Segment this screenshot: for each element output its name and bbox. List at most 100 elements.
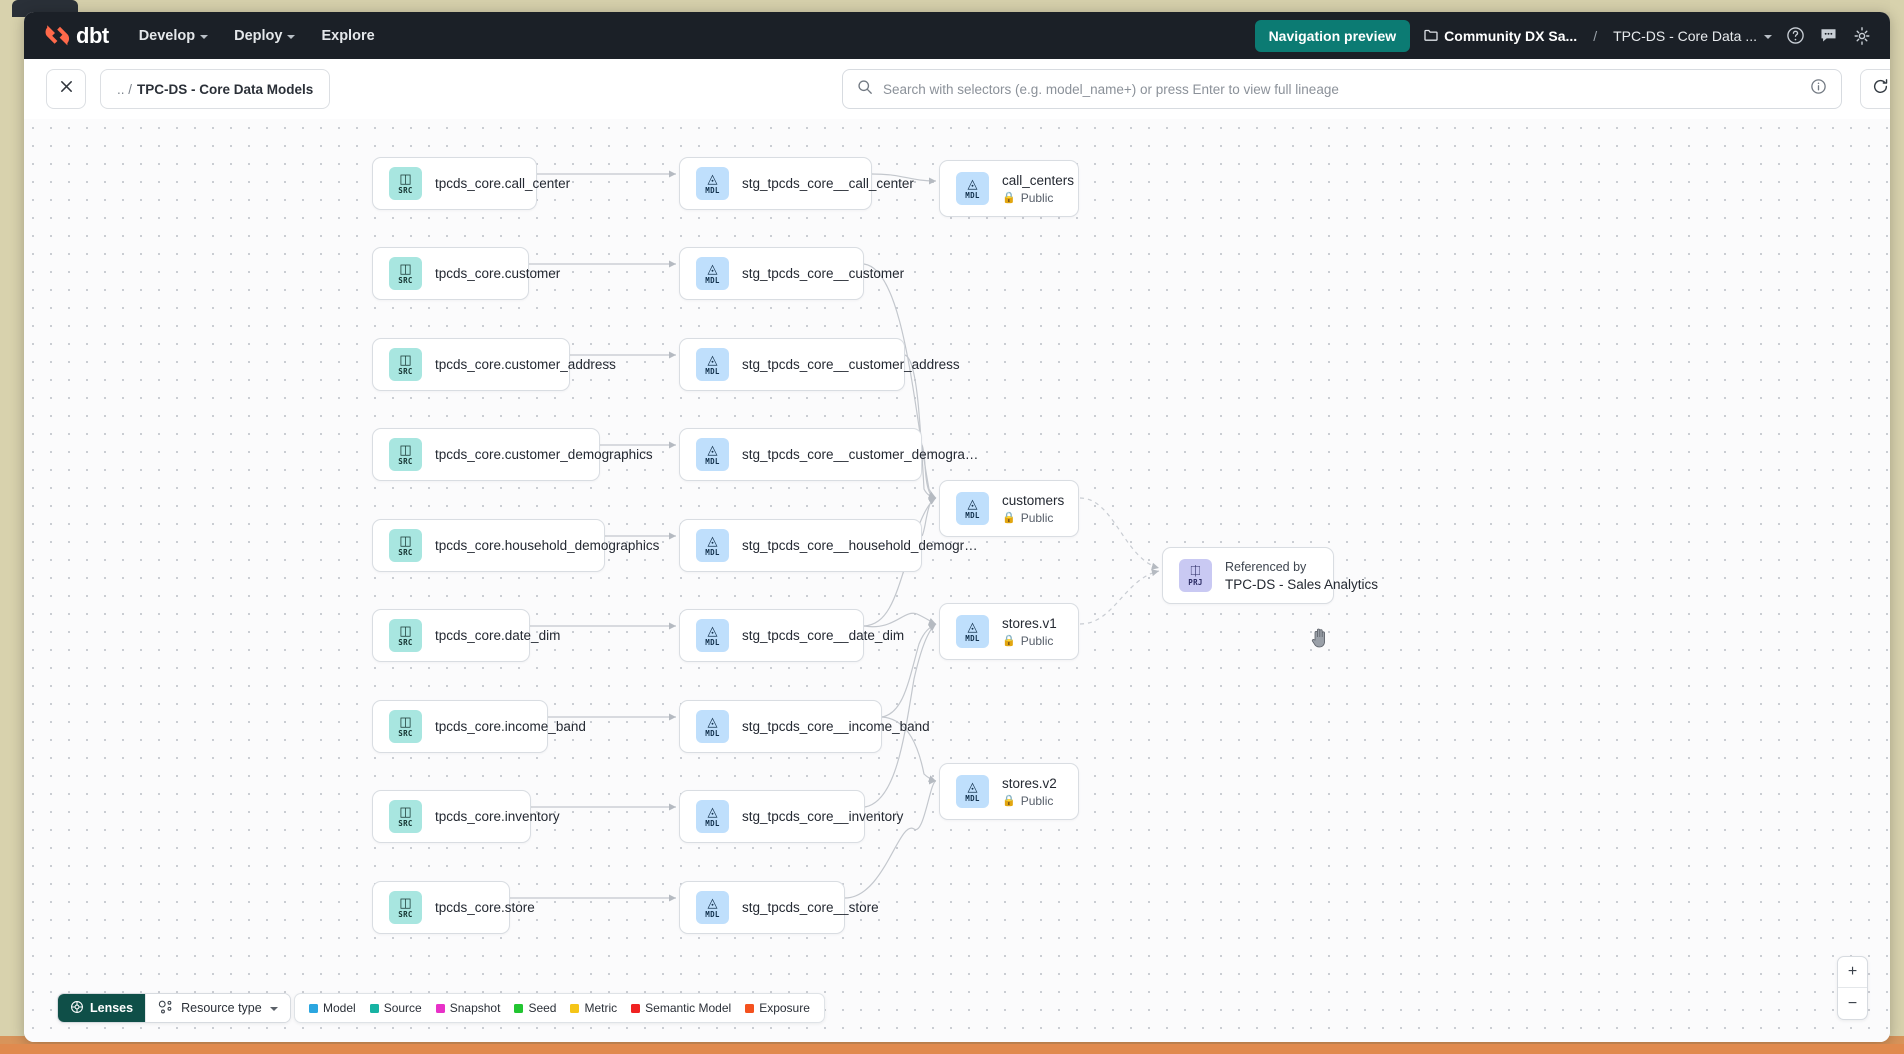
node-label: stg_tpcds_core__store xyxy=(742,900,879,915)
node-label: stg_tpcds_core__date_dim xyxy=(742,628,905,643)
badge-tag: MDL xyxy=(965,793,980,803)
badge-tag: SRC xyxy=(398,456,413,466)
node-source[interactable]: ◫ SRC tpcds_core.store xyxy=(372,881,535,934)
node-source[interactable]: ◫ SRC tpcds_core.income_band xyxy=(372,700,586,753)
legend-swatch-seed xyxy=(514,1003,524,1013)
feedback-icon[interactable] xyxy=(1819,26,1838,45)
project-breadcrumb[interactable]: TPC-DS - Core Data ... xyxy=(1613,28,1772,44)
node-public-model[interactable]: ◬ MDL stores.v1 🔒 Public xyxy=(939,603,1079,660)
refresh-button[interactable] xyxy=(1860,69,1890,109)
node-source[interactable]: ◫ SRC tpcds_core.date_dim xyxy=(372,609,560,662)
node-project-reference[interactable]: ⎅ PRJ Referenced by TPC-DS - Sales Analy… xyxy=(1162,547,1378,604)
node-model[interactable]: ◬ MDL stg_tpcds_core__date_dim xyxy=(679,609,904,662)
dbt-logo[interactable]: dbt xyxy=(36,23,109,49)
zoom-out-button[interactable]: − xyxy=(1847,994,1858,1012)
lenses-button[interactable]: Lenses xyxy=(58,994,146,1022)
node-source[interactable]: ◫ SRC tpcds_core.customer xyxy=(372,247,560,300)
node-model[interactable]: ◬ MDL stg_tpcds_core__customer_demogra… xyxy=(679,428,978,481)
node-label: stg_tpcds_core__customer_address xyxy=(742,357,960,372)
node-source[interactable]: ◫ SRC tpcds_core.inventory xyxy=(372,790,560,843)
close-icon xyxy=(59,79,74,99)
node-label: tpcds_core.customer xyxy=(435,266,561,281)
cube-icon: ◬ xyxy=(967,175,978,191)
access-label: Public xyxy=(1020,633,1054,648)
nav-item-develop[interactable]: Develop xyxy=(138,27,209,44)
badge-tag: MDL xyxy=(705,547,720,557)
node-access: 🔒 Public xyxy=(1002,634,1057,648)
access-label: Public xyxy=(1020,190,1054,205)
model-badge-icon: ◬ MDL xyxy=(696,619,729,652)
node-source[interactable]: ◫ SRC tpcds_core.customer_demographics xyxy=(372,428,653,481)
gear-icon[interactable] xyxy=(1852,26,1872,46)
database-icon: ◫ xyxy=(399,351,412,367)
lineage-nodes: ◫ SRC tpcds_core.call_center ◫ SRC tpcds… xyxy=(24,119,1890,1042)
legend-swatch-snapshot xyxy=(435,1003,445,1013)
nav-item-develop-label: Develop xyxy=(138,27,196,44)
node-model[interactable]: ◬ MDL stg_tpcds_core__call_center xyxy=(679,157,914,210)
legend-swatch-semantic-model xyxy=(631,1003,641,1013)
model-badge-icon: ◬ MDL xyxy=(696,710,729,743)
dbt-logo-text: dbt xyxy=(76,22,109,48)
project-icon: ⎅ xyxy=(1190,562,1201,578)
zoom-in-button[interactable]: + xyxy=(1838,957,1867,988)
node-source[interactable]: ◫ SRC tpcds_core.household_demographics xyxy=(372,519,659,572)
cube-icon: ◬ xyxy=(707,803,718,819)
lock-icon: 🔒 xyxy=(1002,635,1016,647)
node-model[interactable]: ◬ MDL stg_tpcds_core__customer_address xyxy=(679,338,960,391)
node-access: 🔒 Public xyxy=(1002,511,1062,525)
node-public-model[interactable]: ◬ MDL call_centers 🔒 Public xyxy=(939,160,1079,217)
nav-item-deploy[interactable]: Deploy xyxy=(234,28,296,44)
model-badge-icon: ◬ MDL xyxy=(956,172,989,205)
breadcrumb-pill[interactable]: .. / TPC-DS - Core Data Models xyxy=(100,69,331,109)
node-model[interactable]: ◬ MDL stg_tpcds_core__household_demogr… xyxy=(679,519,978,572)
legend-item: Model xyxy=(309,1001,356,1015)
node-public-model[interactable]: ◬ MDL customers 🔒 Public xyxy=(939,480,1079,537)
cube-icon: ◬ xyxy=(707,894,718,910)
navigation-preview-button[interactable]: Navigation preview xyxy=(1254,19,1411,52)
model-badge-icon: ◬ MDL xyxy=(696,800,729,833)
nav-item-explore[interactable]: Explore xyxy=(321,28,374,44)
node-source[interactable]: ◫ SRC tpcds_core.customer_address xyxy=(372,338,616,391)
node-public-model[interactable]: ◬ MDL stores.v2 🔒 Public xyxy=(939,763,1079,820)
access-label: Public xyxy=(1020,793,1054,808)
node-model[interactable]: ◬ MDL stg_tpcds_core__inventory xyxy=(679,790,903,843)
node-label: stg_tpcds_core__customer xyxy=(742,266,905,281)
legend-label: Source xyxy=(383,1001,422,1015)
search-input[interactable] xyxy=(883,81,1800,97)
node-model[interactable]: ◬ MDL stg_tpcds_core__store xyxy=(679,881,879,934)
node-label: tpcds_core.store xyxy=(435,900,535,915)
folder-icon xyxy=(1424,28,1438,44)
dbt-logo-icon xyxy=(44,23,71,48)
search-bar[interactable] xyxy=(842,69,1842,109)
legend-swatch-source xyxy=(369,1003,379,1013)
source-badge-icon: ◫ SRC xyxy=(389,529,422,562)
badge-tag: PRJ xyxy=(1188,577,1203,587)
node-label: customers xyxy=(1002,492,1065,508)
node-label: tpcds_core.date_dim xyxy=(435,628,561,643)
resource-type-dropdown[interactable]: Resource type xyxy=(145,994,290,1022)
desktop-right-strip xyxy=(1890,0,1904,1054)
badge-tag: SRC xyxy=(398,909,413,919)
legend-item: Source xyxy=(369,1001,422,1015)
node-label: stg_tpcds_core__inventory xyxy=(742,809,904,824)
node-source[interactable]: ◫ SRC tpcds_core.call_center xyxy=(372,157,570,210)
info-icon[interactable] xyxy=(1810,78,1827,100)
badge-tag: MDL xyxy=(705,366,720,376)
node-model[interactable]: ◬ MDL stg_tpcds_core__income_band xyxy=(679,700,930,753)
node-label: stg_tpcds_core__income_band xyxy=(742,719,930,734)
account-breadcrumb[interactable]: Community DX Sa... xyxy=(1424,28,1577,44)
lineage-canvas[interactable]: ◫ SRC tpcds_core.call_center ◫ SRC tpcds… xyxy=(24,119,1890,1042)
help-icon[interactable] xyxy=(1786,26,1805,45)
cube-icon: ◬ xyxy=(707,260,718,276)
legend-label: Metric xyxy=(584,1001,618,1015)
node-body: Referenced by TPC-DS - Sales Analytics xyxy=(1225,560,1378,592)
node-model[interactable]: ◬ MDL stg_tpcds_core__customer xyxy=(679,247,904,300)
legend-swatch-model xyxy=(309,1003,318,1013)
database-icon: ◫ xyxy=(399,170,412,186)
search-icon xyxy=(857,79,873,100)
node-access: 🔒 Public xyxy=(1002,794,1057,808)
cube-icon: ◬ xyxy=(707,170,718,186)
badge-tag: MDL xyxy=(965,190,980,200)
close-lineage-button[interactable] xyxy=(46,69,86,109)
